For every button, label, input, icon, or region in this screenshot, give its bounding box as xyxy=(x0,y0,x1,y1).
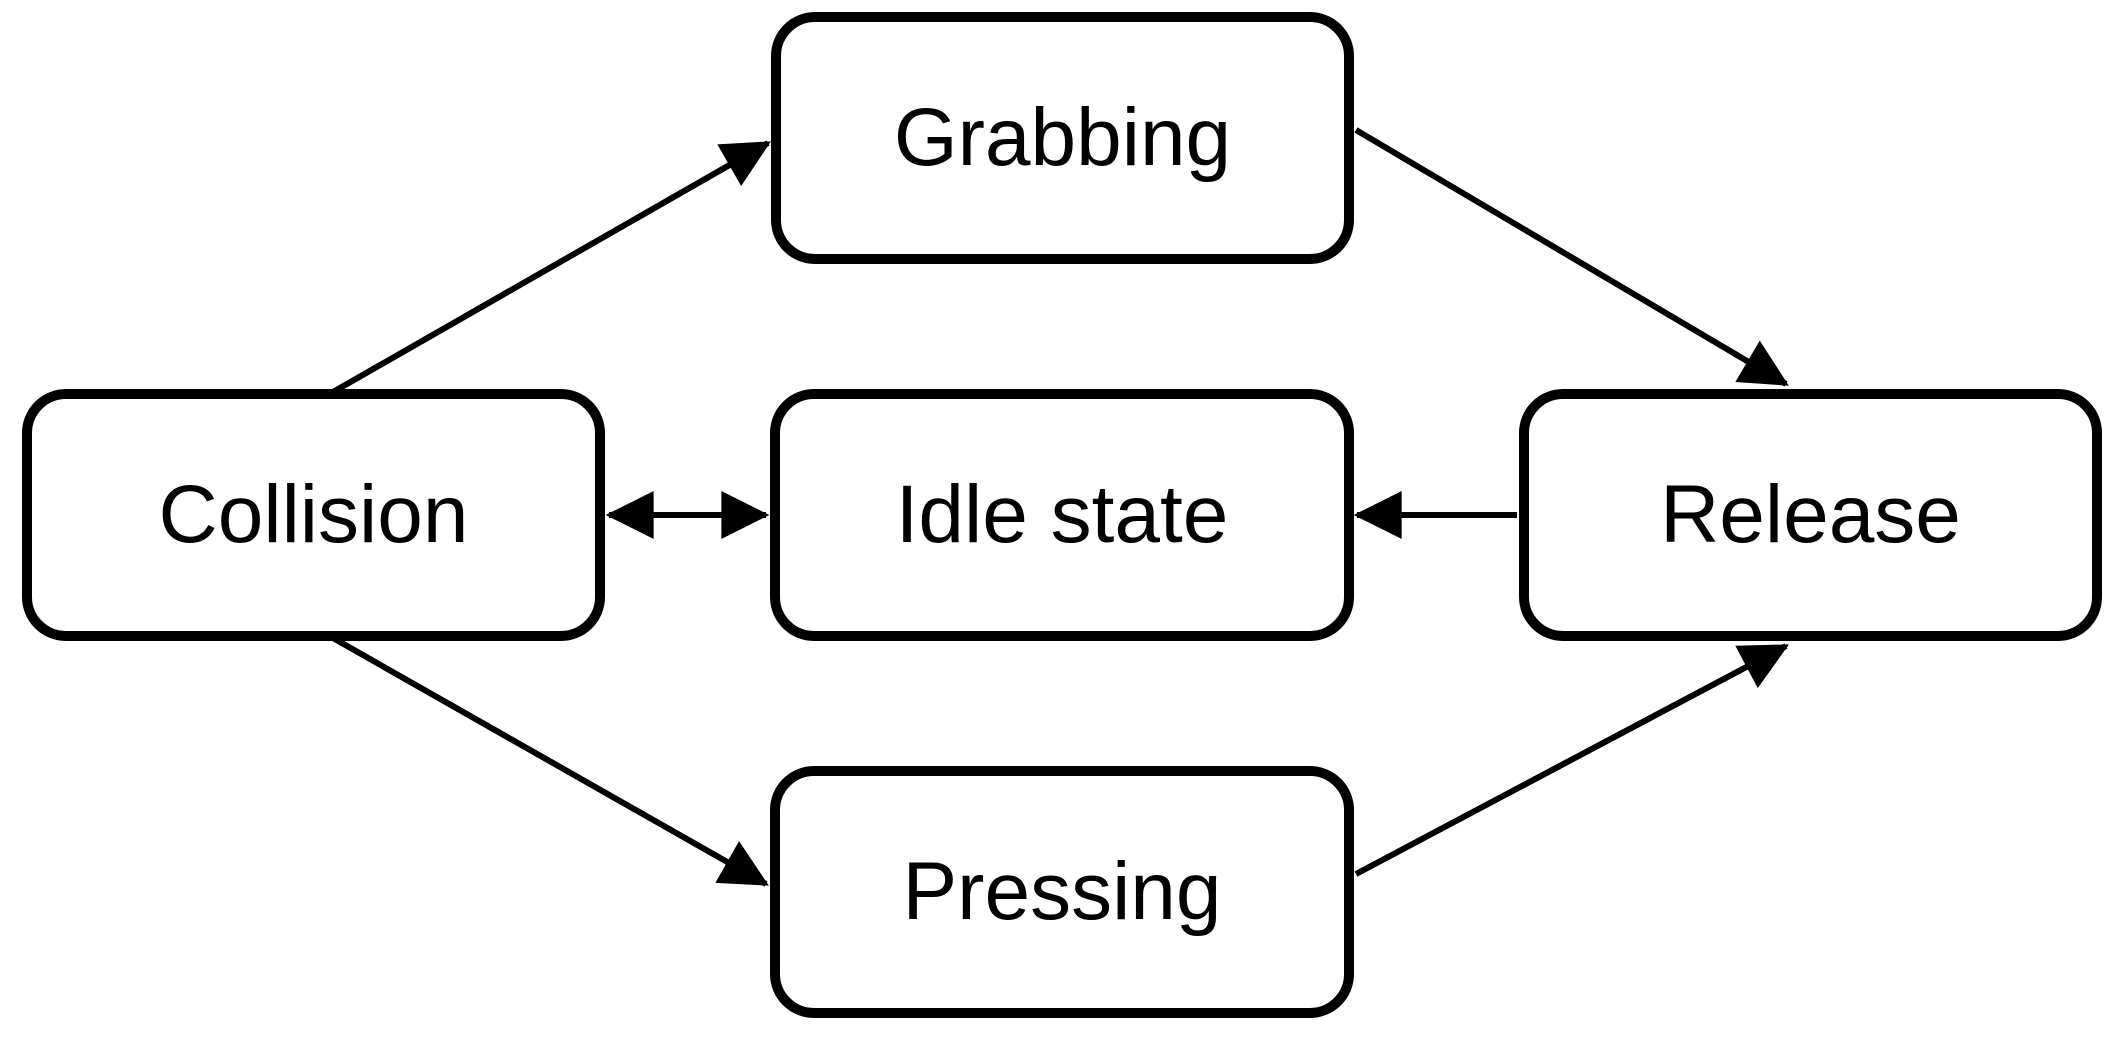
node-pressing: Pressing xyxy=(770,766,1354,1018)
node-label: Pressing xyxy=(902,846,1222,937)
node-idle-state: Idle state xyxy=(770,389,1354,641)
node-grabbing: Grabbing xyxy=(771,12,1354,264)
node-label: Idle state xyxy=(895,469,1229,560)
node-label: Collision xyxy=(158,469,469,560)
edge-collision-to-pressing xyxy=(331,635,769,887)
edge-grabbing-to-release xyxy=(1354,127,1789,387)
node-label: Grabbing xyxy=(893,92,1232,183)
edge-collision-to-grabbing xyxy=(331,140,771,395)
node-release: Release xyxy=(1519,389,2102,641)
edge-pressing-to-release xyxy=(1354,643,1789,877)
node-label: Release xyxy=(1660,469,1961,560)
node-collision: Collision xyxy=(22,389,605,641)
